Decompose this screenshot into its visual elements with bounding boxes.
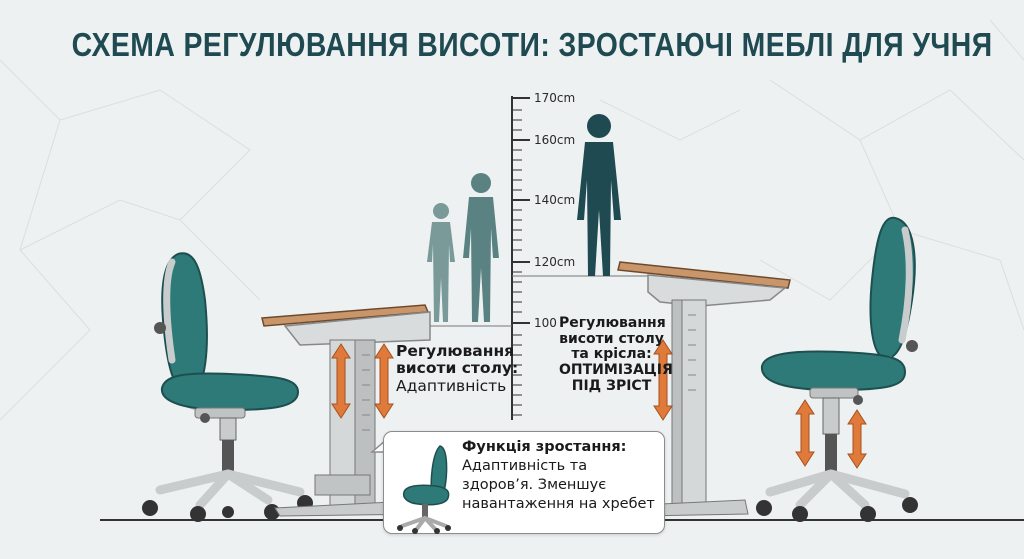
callout-line1: Адаптивність та: [462, 458, 588, 475]
right-label-line1: Регулювання: [559, 315, 666, 331]
small-chair-icon: [397, 445, 451, 534]
child-silhouette-medium: [463, 173, 499, 322]
right-desk: [617, 261, 791, 517]
callout-line2: здоров’я. Зменшує: [462, 477, 607, 494]
scale-label-120: 120cm: [534, 255, 576, 269]
right-label-line2: висоти столу: [559, 330, 664, 347]
scale-label-160: 160cm: [534, 133, 576, 147]
growth-function-callout: [383, 431, 665, 534]
callout-text: Функція зростання: Адаптивність та здоро…: [462, 438, 658, 515]
scale-label-140: 140cm: [534, 193, 576, 207]
desk-height-heading-2: висоти столу:: [396, 359, 519, 378]
desk-height-heading-1: Регулювання: [396, 342, 515, 360]
callout-line3: навантаження на хребет: [462, 496, 655, 513]
scale-label-170: 170cm: [534, 91, 576, 105]
left-desk: [261, 304, 436, 517]
child-silhouette-tall: [577, 114, 621, 276]
scale-label-100: 100: [534, 316, 557, 330]
left-height-arrows: [331, 343, 394, 419]
desk-height-label: Регулювання висоти столу: Адаптивність: [396, 342, 519, 395]
child-silhouette-small: [427, 203, 455, 322]
right-chair-height-arrows: [795, 399, 867, 469]
right-label-line5: ПІД ЗРІСТ: [571, 377, 652, 394]
right-label-line4: ОПТИМІЗАЦІЯ: [559, 362, 673, 379]
left-chair: [142, 252, 313, 522]
callout-heading: Функція зростання:: [462, 439, 627, 455]
right-desk-height-arrow: [653, 339, 673, 421]
right-chair: [756, 216, 918, 522]
desk-height-text: Адаптивність: [396, 376, 507, 395]
right-label-line3: та крісла:: [571, 346, 652, 363]
desk-chair-height-label: Регулювання висоти столу та крісла: ОПТИ…: [559, 315, 673, 394]
page-title: СХЕМА РЕГУЛЮВАННЯ ВИСОТИ: ЗРОСТАЮЧІ МЕБЛ…: [71, 26, 993, 63]
height-scale: [430, 96, 650, 420]
